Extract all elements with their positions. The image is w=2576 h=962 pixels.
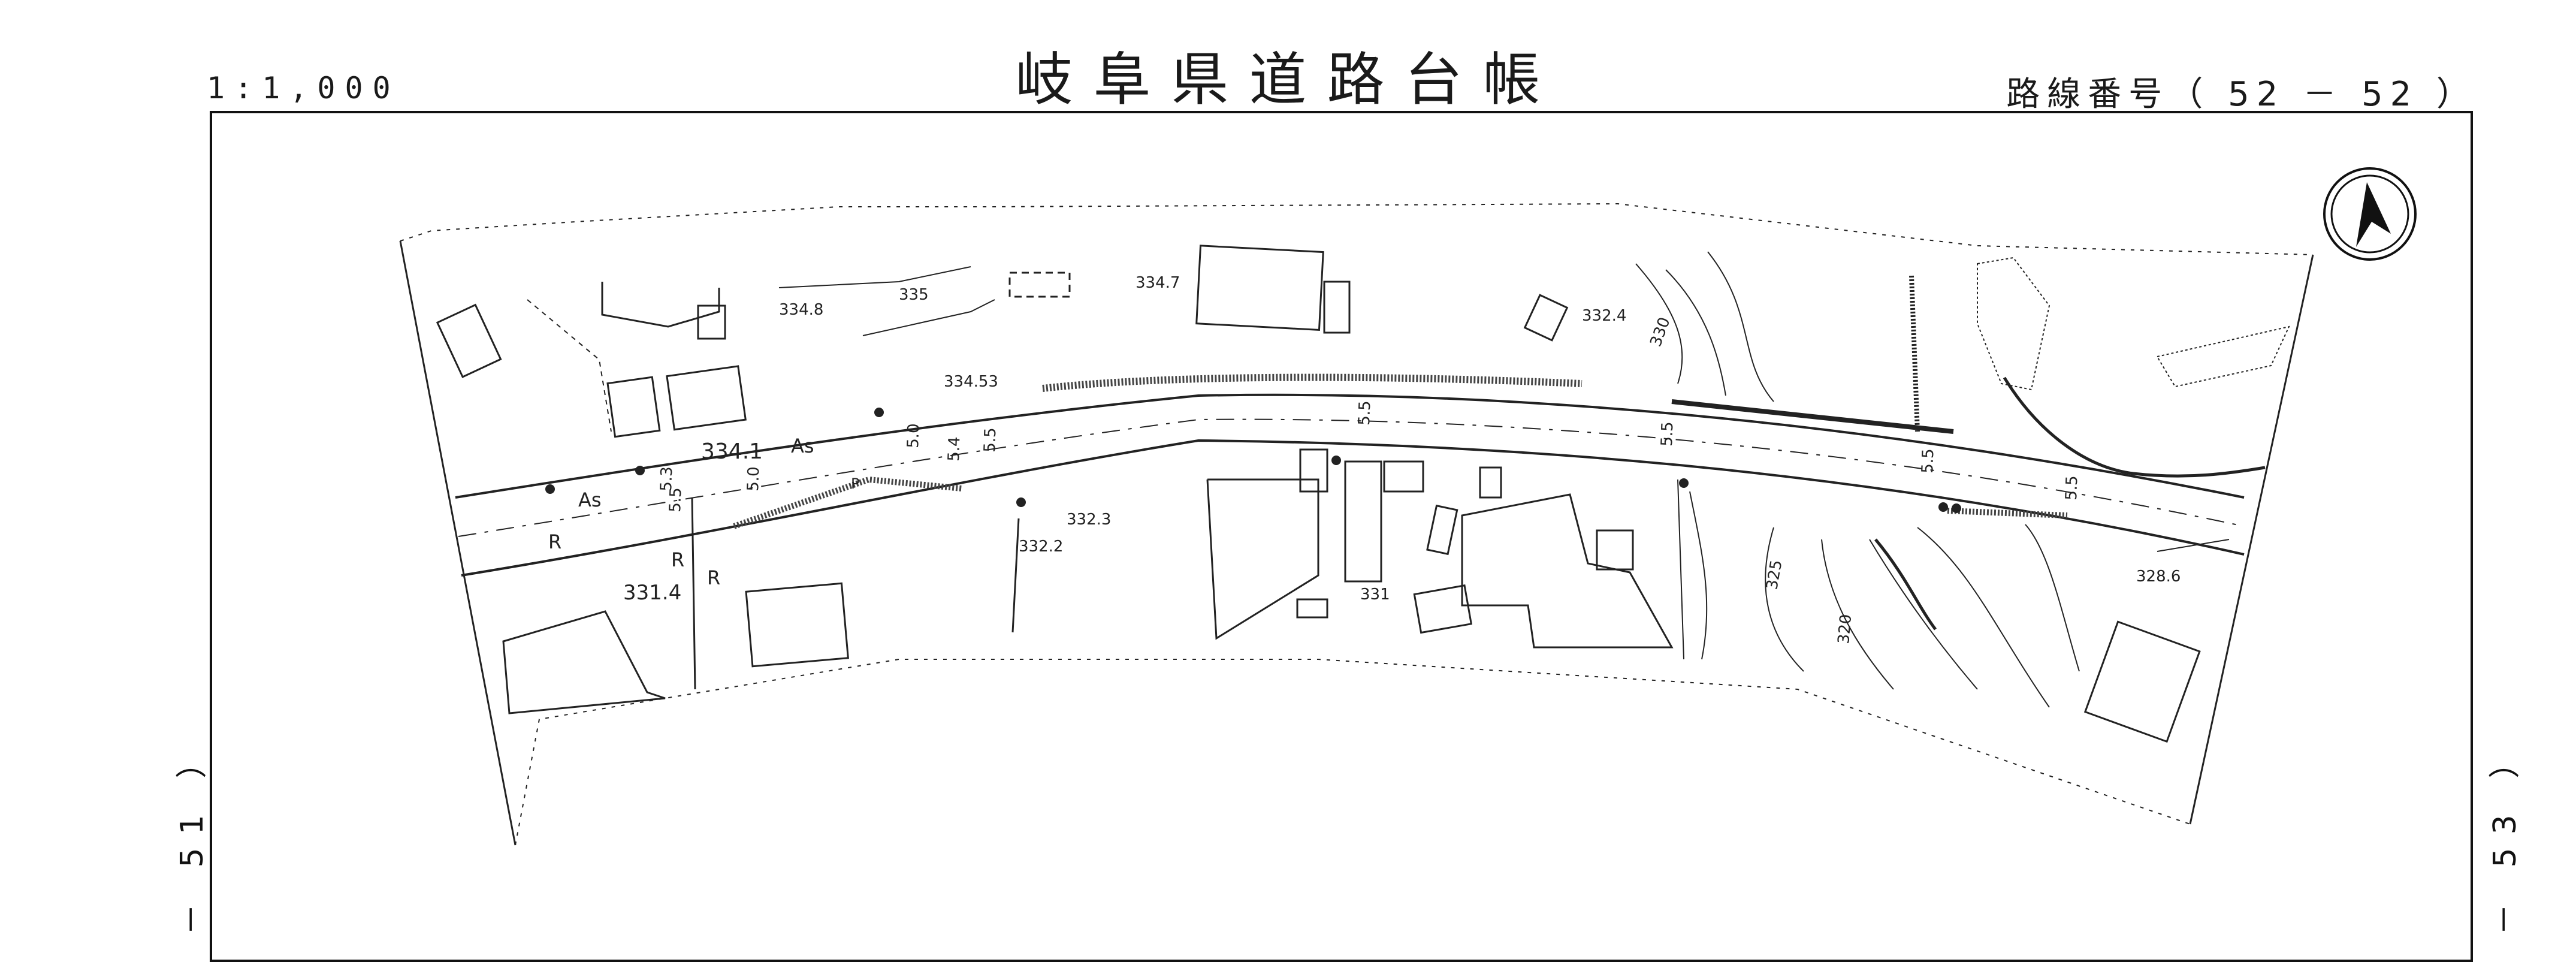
dimension-label: 5.5	[2062, 475, 2081, 500]
road-centerline	[458, 418, 2245, 537]
elevation-label: 334.7	[1136, 274, 1180, 292]
building	[606, 376, 661, 438]
dimension-label: 5.0	[904, 423, 923, 448]
elevation-label: 332.4	[1582, 307, 1626, 325]
map-title: 岐阜県道路台帳	[1015, 46, 1561, 113]
building	[1296, 598, 1328, 619]
survey-boundary-left	[399, 240, 517, 846]
wall-south-east	[1947, 508, 2068, 518]
dimension-label: 5.5	[1919, 448, 1937, 474]
wall-north-east	[1671, 399, 1954, 434]
contour-line	[1635, 263, 1683, 384]
contour-line	[1765, 527, 1804, 672]
building	[1344, 460, 1382, 583]
route-number: 路線番号（ 52 － 52 ）	[2006, 75, 2477, 114]
elevation-label: 330	[1647, 315, 1674, 349]
utility-pole	[635, 466, 645, 475]
contour-line	[1707, 251, 1774, 402]
property-line	[862, 299, 995, 336]
utility-pole	[545, 484, 555, 494]
property-line	[527, 299, 612, 432]
elevation-label: 332.3	[1067, 511, 1111, 529]
contour-line	[2025, 524, 2080, 672]
dimension-label: 5.5	[981, 427, 999, 453]
elevation-label: 332.2	[1019, 538, 1063, 556]
elevation-label: 335	[899, 286, 929, 304]
dimension-label: 5.5	[666, 487, 685, 512]
dimension-label: 5.0	[744, 466, 763, 491]
elevation-label: 334.1	[701, 439, 763, 464]
retaining-wall-south	[733, 476, 962, 529]
building	[1299, 448, 1328, 493]
road-edge-south	[461, 439, 2245, 577]
building	[502, 610, 666, 714]
contour-line	[1821, 539, 1894, 690]
building	[1206, 478, 1319, 640]
property-line	[2157, 539, 2230, 552]
elevation-label: 320	[1835, 614, 1855, 645]
building	[1523, 294, 1569, 342]
building	[697, 304, 726, 340]
building	[1413, 584, 1473, 634]
elevation-label: 331	[1360, 586, 1390, 604]
adjacent-sheet-left: － 51 ）	[174, 734, 210, 935]
building	[1479, 466, 1502, 499]
dimension-label: 5.3	[657, 466, 676, 491]
contour-line	[1869, 539, 1978, 690]
drainage-line	[1874, 538, 1937, 631]
building	[1195, 245, 1324, 331]
building	[666, 365, 747, 431]
elevation-label: 334.8	[779, 301, 823, 319]
elevation-label: 334.53	[944, 373, 998, 391]
building	[2083, 620, 2201, 743]
building	[1596, 529, 1634, 571]
building	[745, 582, 849, 668]
surface-label: P	[851, 475, 859, 492]
surface-label: R	[707, 566, 720, 589]
utility-pole	[874, 408, 884, 417]
property-line	[1011, 518, 1020, 633]
road-map-drawing: 334.8 335 334.7 334.53 332.4 330 334.1 3…	[399, 203, 2314, 846]
adjacent-sheet-right: － 53 ）	[2487, 734, 2523, 935]
hatched-area	[2156, 325, 2290, 388]
scale-label: 1:1,000	[207, 71, 400, 105]
drainage-line	[2003, 376, 2266, 478]
road-edge-north	[455, 393, 2245, 499]
surface-label: R	[671, 548, 684, 571]
north-arrow-icon	[2323, 167, 2417, 261]
utility-pole	[1938, 502, 1948, 512]
hatched-area	[1977, 257, 2050, 391]
contour-line	[1665, 269, 1726, 396]
surface-label: As	[578, 488, 602, 511]
survey-boundary-right	[2189, 254, 2314, 825]
building	[1383, 460, 1424, 493]
surface-label: As	[791, 435, 814, 457]
utility-pole	[1952, 503, 1961, 513]
fence-east	[1909, 275, 1920, 432]
building	[436, 303, 502, 378]
building	[1426, 504, 1458, 556]
utility-pole	[1331, 456, 1341, 465]
survey-boundary-top	[400, 203, 2314, 255]
building	[601, 282, 720, 328]
dimension-label: 5.4	[945, 436, 964, 462]
elevation-label: 331.4	[623, 581, 681, 605]
building	[1008, 272, 1071, 298]
property-line	[1677, 479, 1684, 660]
dimension-label: 5.5	[1658, 421, 1677, 447]
property-line	[778, 266, 971, 288]
utility-pole	[1016, 497, 1026, 507]
building	[1461, 493, 1674, 649]
property-line	[691, 497, 696, 690]
building	[1323, 281, 1351, 334]
contour-line	[1689, 491, 1708, 660]
survey-boundary-bottom	[515, 659, 2191, 846]
elevation-label: 328.6	[2136, 568, 2181, 586]
dimension-label: 5.5	[1355, 400, 1374, 426]
surface-label: R	[548, 530, 561, 553]
contour-line	[1917, 527, 2050, 708]
utility-pole	[1679, 478, 1689, 488]
retaining-wall-north	[1042, 373, 1583, 392]
